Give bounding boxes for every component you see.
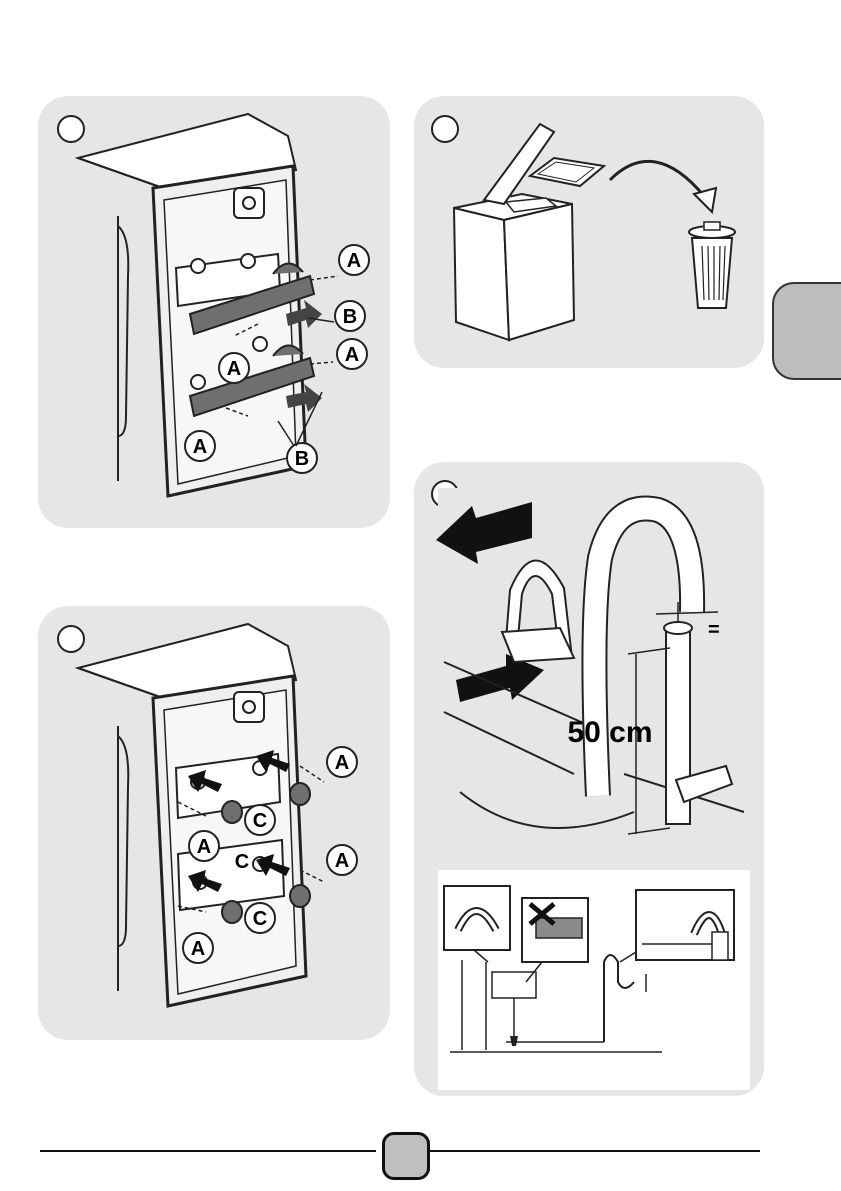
label-a: A <box>191 938 205 960</box>
label-a: A <box>197 836 211 858</box>
panel-hose-installation: = 50 cm <box>414 462 764 1096</box>
hose-installation-illustration: = 50 cm <box>414 462 764 1096</box>
label-a: A <box>347 250 361 272</box>
section-tab <box>772 282 841 380</box>
footer-rule-left <box>40 1150 376 1152</box>
panel-bracket-removal: A B A A A B <box>38 96 390 528</box>
label-a: A <box>193 436 207 458</box>
label-a: A <box>335 752 349 774</box>
page-number-badge <box>382 1132 430 1180</box>
label-c: C <box>253 908 267 930</box>
panel-packaging-disposal <box>414 96 764 368</box>
footer-rule-right <box>430 1150 760 1152</box>
packaging-illustration <box>414 96 764 368</box>
label-a: A <box>345 344 359 366</box>
equal-mark: = <box>708 619 720 641</box>
washer-back-plugs-illustration: A C A C A C A <box>38 606 390 1040</box>
label-b: B <box>343 306 357 328</box>
height-label: 50 cm <box>567 716 652 749</box>
washer-back-illustration: A B A A A B <box>38 96 390 528</box>
label-a: A <box>335 850 349 872</box>
label-b: B <box>295 448 309 470</box>
panel-plug-insertion: A C A C A C A <box>38 606 390 1040</box>
label-c: C <box>235 851 249 873</box>
label-c: C <box>253 810 267 832</box>
label-a: A <box>227 358 241 380</box>
